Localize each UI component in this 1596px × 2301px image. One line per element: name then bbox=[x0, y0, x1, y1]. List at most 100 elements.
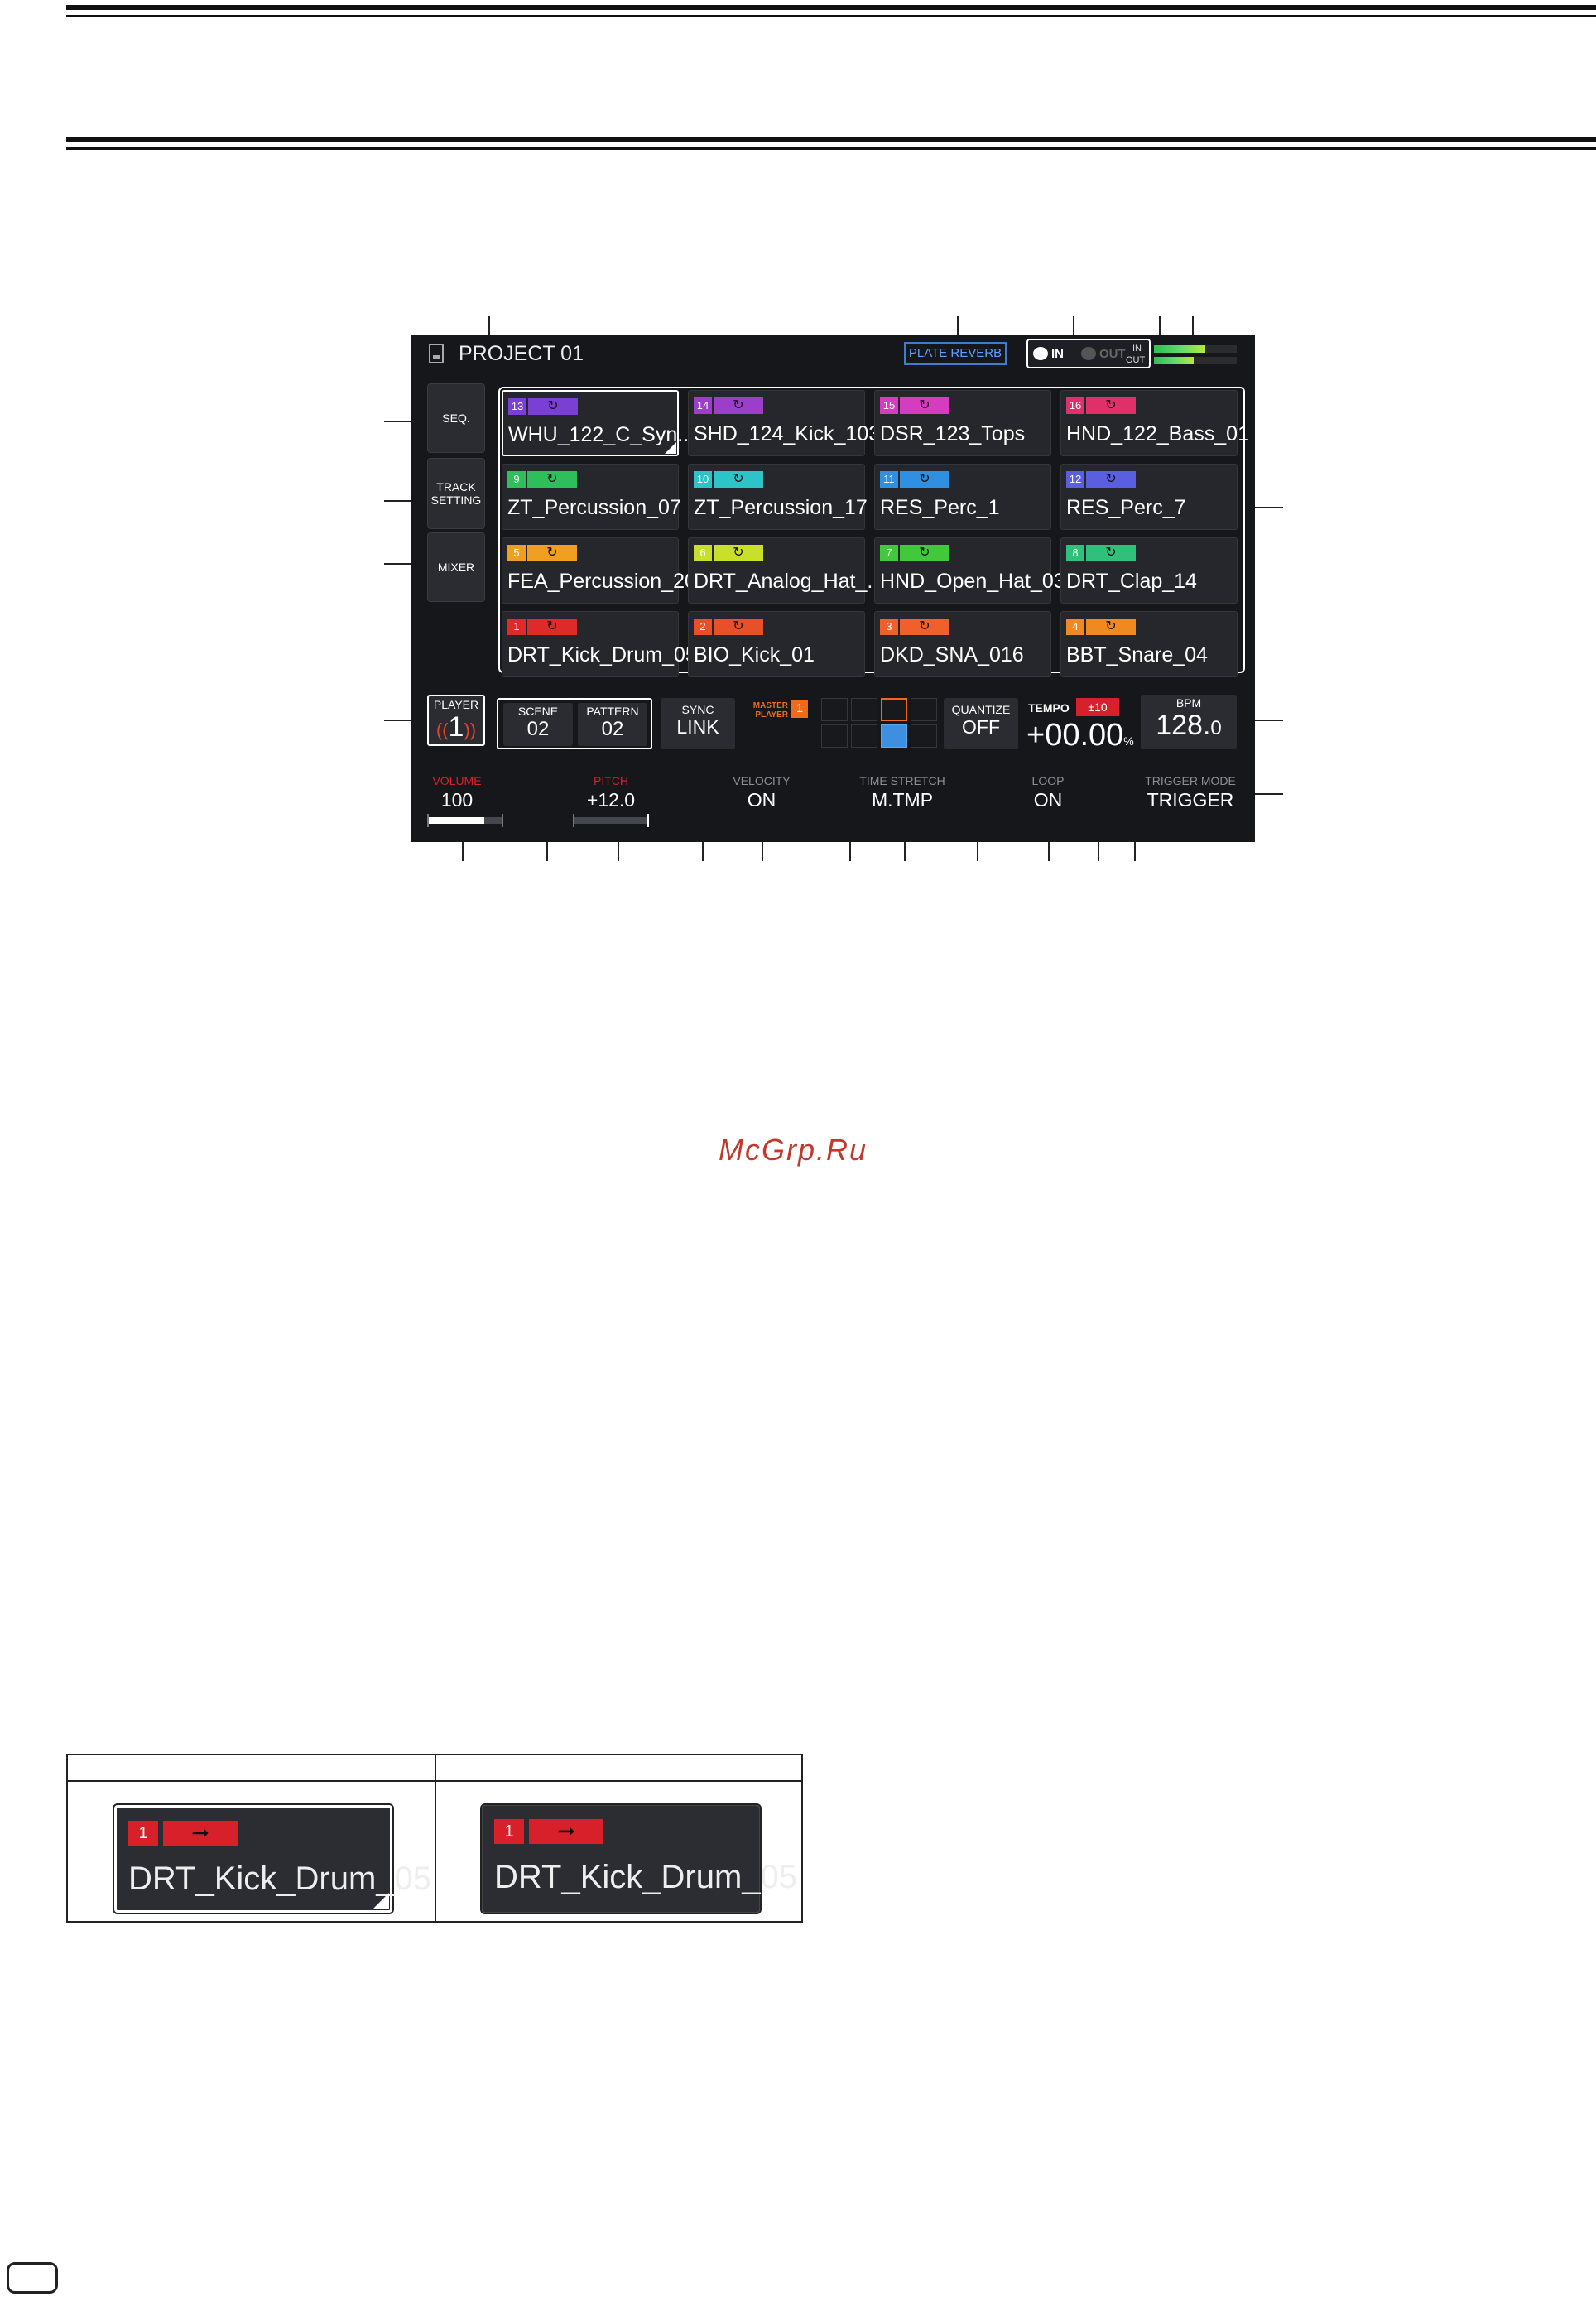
velocity-label: VELOCITY bbox=[733, 774, 791, 787]
pad-sample-name: ZT_Percussion_07 bbox=[507, 496, 681, 519]
input-output-indicator[interactable]: IN OUT bbox=[1026, 339, 1151, 368]
loop-value[interactable]: ON bbox=[1033, 789, 1063, 811]
pad[interactable]: 4↻BBT_Snare_04 bbox=[1060, 611, 1238, 677]
pad-number: 14 bbox=[694, 397, 712, 414]
volume-label: VOLUME bbox=[432, 774, 482, 787]
side-menu-button[interactable]: MIXER bbox=[427, 532, 485, 602]
pad[interactable]: 6↻DRT_Analog_Hat_... bbox=[688, 537, 884, 604]
tempo-range-button[interactable]: ±10 bbox=[1076, 698, 1119, 716]
loop-arrow-icon: ↻ bbox=[1086, 619, 1136, 635]
side-menu-button[interactable]: TRACK SETTING bbox=[427, 458, 485, 529]
pad-sample-name: BIO_Kick_01 bbox=[694, 643, 815, 667]
volume-value[interactable]: 100 bbox=[440, 789, 474, 811]
loop-arrow-icon: ↻ bbox=[1086, 397, 1136, 414]
quantize-button[interactable]: QUANTIZE OFF bbox=[944, 698, 1018, 749]
top-rule-2 bbox=[66, 15, 1596, 17]
output-level-fill bbox=[1154, 357, 1194, 364]
bpm-integer: 128. bbox=[1156, 710, 1211, 741]
loop-arrow-icon: ↻ bbox=[714, 471, 763, 488]
section-rule-1 bbox=[66, 137, 1596, 142]
pitch-slider[interactable] bbox=[573, 814, 649, 827]
bpm-decimal: 0 bbox=[1210, 717, 1222, 739]
master-player-label: MASTER PLAYER bbox=[743, 701, 788, 720]
player-selector[interactable]: PLAYER ((1)) bbox=[427, 695, 485, 746]
loop-arrow-icon: ↻ bbox=[1086, 545, 1136, 561]
pad[interactable]: 15↻DSR_123_Tops bbox=[874, 390, 1051, 456]
pad-number: 1 bbox=[128, 1821, 158, 1846]
pad-sample-name: DRT_Clap_14 bbox=[1066, 570, 1197, 593]
output-label: OUT bbox=[1099, 347, 1126, 361]
table-divider bbox=[435, 1755, 436, 1921]
loop-arrow-icon: ↻ bbox=[527, 471, 577, 488]
pad[interactable]: 9↻ZT_Percussion_07 bbox=[502, 464, 681, 530]
callout-line bbox=[384, 720, 430, 721]
callout-line bbox=[618, 828, 619, 861]
pitch-label: PITCH bbox=[594, 774, 628, 787]
pad[interactable]: 10↻ZT_Percussion_17 bbox=[688, 464, 868, 530]
pitch-value[interactable]: +12.0 bbox=[586, 789, 636, 811]
pad[interactable]: 8↻DRT_Clap_14 bbox=[1060, 537, 1238, 604]
player-label: PLAYER bbox=[433, 698, 479, 711]
pattern-selector[interactable]: PATTERN 02 bbox=[578, 703, 647, 746]
scene-selector[interactable]: SCENE 02 bbox=[503, 703, 573, 746]
pad[interactable]: 13↻WHU_122_C_Syn... bbox=[502, 390, 695, 456]
velocity-value[interactable]: ON bbox=[747, 789, 776, 811]
bpm-label: BPM bbox=[1175, 696, 1202, 710]
scene-label: SCENE bbox=[517, 705, 559, 718]
pad-number: 15 bbox=[880, 397, 898, 414]
pad[interactable]: 2↻BIO_Kick_01 bbox=[688, 611, 865, 677]
callout-line bbox=[1048, 828, 1050, 861]
pad[interactable]: 11↻RES_Perc_1 bbox=[874, 464, 1051, 530]
pad-sample-name: DRT_Kick_Drum_05 bbox=[128, 1861, 432, 1897]
watermark: McGrp.Ru bbox=[719, 1133, 868, 1167]
callout-line bbox=[904, 828, 906, 861]
master-player-grid[interactable] bbox=[821, 696, 937, 751]
pad[interactable]: 14↻SHD_124_Kick_103 bbox=[688, 390, 880, 456]
scene-pattern-group: SCENE 02 PATTERN 02 bbox=[497, 698, 652, 749]
pitch-position bbox=[647, 814, 649, 827]
callout-line bbox=[1230, 720, 1283, 721]
pad-example-unselected: 1 ➞ DRT_Kick_Drum_05 bbox=[480, 1803, 797, 1914]
pad[interactable]: 16↻HND_122_Bass_01 bbox=[1060, 390, 1249, 456]
input-level-meter bbox=[1154, 345, 1237, 353]
loop-arrow-icon: ↻ bbox=[528, 398, 578, 415]
pad-number: 4 bbox=[1066, 619, 1084, 635]
volume-slider[interactable] bbox=[427, 814, 503, 827]
pad-sample-name: DKD_SNA_016 bbox=[880, 643, 1024, 667]
master-label-line2: PLAYER bbox=[755, 710, 788, 720]
page-number-badge bbox=[7, 2262, 58, 2294]
trigger-mode-value[interactable]: TRIGGER bbox=[1147, 789, 1234, 811]
sync-button[interactable]: SYNC LINK bbox=[661, 698, 735, 749]
slider-end bbox=[573, 814, 574, 827]
pad-sample-name: RES_Perc_1 bbox=[880, 496, 1000, 519]
loop-arrow-icon: ↻ bbox=[900, 619, 949, 635]
master-label-line1: MASTER bbox=[752, 701, 788, 710]
pad-sample-name: DRT_Kick_Drum_05 bbox=[507, 643, 697, 667]
pad[interactable]: 3↻DKD_SNA_016 bbox=[874, 611, 1051, 677]
input-level-fill bbox=[1154, 345, 1205, 353]
sync-value: LINK bbox=[676, 716, 719, 738]
pad[interactable]: 5↻FEA_Percussion_20 bbox=[502, 537, 696, 604]
master-cell bbox=[851, 698, 877, 721]
pad-number: 6 bbox=[694, 545, 712, 561]
pad-state-table: 1 ➞ DRT_Kick_Drum_05 1 ➞ DRT_Kick_Drum_0… bbox=[66, 1754, 803, 1923]
pad[interactable]: 7↻HND_Open_Hat_03 bbox=[874, 537, 1065, 604]
pad[interactable]: 12↻RES_Perc_7 bbox=[1060, 464, 1238, 530]
time-stretch-value[interactable]: M.TMP bbox=[871, 789, 934, 811]
pad-number: 13 bbox=[508, 398, 526, 415]
pad-number: 11 bbox=[880, 471, 898, 488]
trigger-arrow-icon: ➞ bbox=[529, 1819, 603, 1844]
pad-sample-name: RES_Perc_7 bbox=[1066, 496, 1186, 519]
tempo-value: +00.00% bbox=[1026, 718, 1134, 753]
pad[interactable]: 1↻DRT_Kick_Drum_05 bbox=[502, 611, 697, 677]
quantize-label: QUANTIZE bbox=[951, 703, 1011, 716]
pad-number: 10 bbox=[694, 471, 712, 488]
side-menu-button[interactable]: SEQ. bbox=[427, 383, 485, 453]
scene-value: 02 bbox=[526, 718, 550, 740]
effect-indicator[interactable]: PLATE REVERB bbox=[904, 342, 1007, 365]
master-cell-selected bbox=[881, 724, 907, 748]
sync-label: SYNC bbox=[681, 703, 714, 716]
callout-line bbox=[762, 828, 763, 861]
bpm-display[interactable]: BPM 128.0 bbox=[1141, 695, 1237, 749]
pattern-label: PATTERN bbox=[586, 705, 639, 718]
